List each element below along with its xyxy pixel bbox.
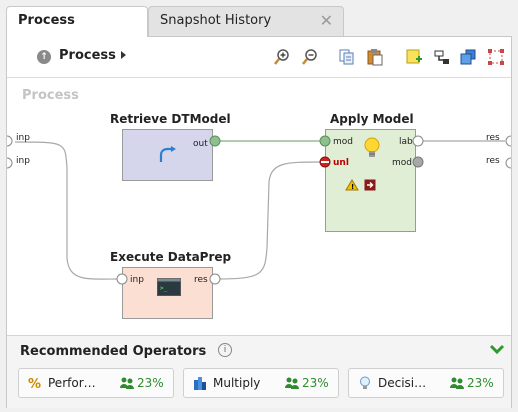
operator-title: Retrieve DTModel bbox=[110, 112, 231, 126]
operator-execute-dataprep[interactable]: inp >_ res bbox=[122, 267, 213, 319]
process-icon[interactable]: ↑ bbox=[37, 50, 51, 64]
chevron-down-icon[interactable] bbox=[489, 343, 505, 355]
multiply-icon bbox=[194, 377, 206, 390]
users-icon bbox=[285, 377, 299, 389]
tab-bar: Process Snapshot History ✕ bbox=[0, 0, 518, 37]
add-note-icon[interactable] bbox=[405, 48, 423, 66]
input-port-error[interactable] bbox=[319, 156, 331, 168]
zoom-in-icon[interactable] bbox=[273, 48, 291, 66]
process-output-port[interactable] bbox=[503, 135, 513, 147]
recommended-operator-performance[interactable]: % Perfor… 23% bbox=[18, 368, 174, 398]
process-canvas[interactable]: Process inp inp res res Retrieve DTModel bbox=[4, 78, 513, 334]
users-icon bbox=[450, 377, 464, 389]
operator-title: Apply Model bbox=[330, 112, 414, 126]
port-label: res bbox=[194, 275, 208, 285]
operator-name: Multiply bbox=[213, 376, 261, 390]
port-label: lab bbox=[399, 137, 413, 147]
connections bbox=[14, 140, 505, 280]
svg-text:>_: >_ bbox=[160, 285, 168, 292]
process-panel: ↑ Process bbox=[6, 36, 512, 408]
connection-line[interactable] bbox=[14, 141, 120, 280]
input-port[interactable] bbox=[116, 273, 128, 285]
svg-text:%: % bbox=[28, 377, 41, 390]
input-port[interactable] bbox=[319, 135, 331, 147]
operator-name: Decisi… bbox=[378, 376, 427, 390]
port-label: inp bbox=[16, 133, 30, 143]
lightbulb-icon bbox=[364, 137, 380, 157]
operator-retrieve-dtmodel[interactable]: out bbox=[122, 129, 213, 181]
output-port[interactable] bbox=[412, 135, 424, 147]
close-icon[interactable]: ✕ bbox=[319, 11, 333, 30]
output-port[interactable] bbox=[209, 135, 221, 147]
paste-icon[interactable] bbox=[366, 48, 384, 66]
port-label: mod bbox=[392, 158, 412, 168]
chevron-right-icon[interactable] bbox=[121, 51, 126, 59]
tab-label: Snapshot History bbox=[160, 13, 272, 28]
process-output-port[interactable] bbox=[503, 157, 513, 169]
layers-icon[interactable] bbox=[459, 48, 477, 66]
operator-percent: 23% bbox=[302, 376, 329, 390]
recommended-operator-multiply[interactable]: Multiply 23% bbox=[183, 368, 339, 398]
auto-wire-icon[interactable] bbox=[432, 48, 450, 66]
port-label: res bbox=[486, 133, 500, 143]
breadcrumb[interactable]: Process bbox=[59, 48, 116, 63]
port-label: out bbox=[193, 139, 208, 149]
retrieve-icon bbox=[159, 146, 176, 162]
arrange-icon[interactable] bbox=[487, 48, 505, 66]
operator-apply-model[interactable]: mod unl lab mod ! bbox=[325, 129, 416, 232]
terminal-icon: >_ bbox=[157, 278, 181, 296]
operator-percent: 23% bbox=[467, 376, 494, 390]
port-label: res bbox=[486, 156, 500, 166]
tab-snapshot-history[interactable]: Snapshot History ✕ bbox=[148, 6, 344, 36]
output-port[interactable] bbox=[209, 273, 221, 285]
operator-title: Execute DataPrep bbox=[110, 250, 232, 264]
tab-process[interactable]: Process bbox=[6, 6, 148, 37]
operator-percent: 23% bbox=[137, 376, 164, 390]
process-input-port[interactable] bbox=[4, 135, 14, 147]
operator-name: Perfor… bbox=[48, 376, 96, 390]
process-toolbar: ↑ Process bbox=[7, 37, 511, 78]
users-icon bbox=[120, 377, 134, 389]
connection-line[interactable] bbox=[216, 161, 322, 280]
output-port[interactable] bbox=[412, 156, 424, 168]
info-icon[interactable]: i bbox=[218, 343, 232, 357]
zoom-out-icon[interactable] bbox=[301, 48, 319, 66]
process-input-port[interactable] bbox=[4, 157, 14, 169]
recommended-operators-panel: Recommended Operators i % Perfor… 23% Mu… bbox=[7, 335, 511, 408]
port-label: inp bbox=[130, 275, 144, 285]
decision-tree-icon bbox=[360, 376, 370, 389]
warning-icon[interactable]: ! bbox=[345, 179, 359, 191]
recommended-operator-decision-tree[interactable]: Decisi… 23% bbox=[348, 368, 504, 398]
performance-icon: % bbox=[28, 377, 41, 390]
tab-label: Process bbox=[18, 13, 75, 28]
port-label: mod bbox=[333, 137, 353, 147]
recommended-title: Recommended Operators bbox=[20, 344, 207, 359]
canvas-label: Process bbox=[22, 88, 79, 103]
port-label: inp bbox=[16, 156, 30, 166]
breakpoint-icon[interactable] bbox=[364, 179, 376, 191]
copy-icon[interactable] bbox=[338, 48, 356, 66]
port-label: unl bbox=[333, 158, 349, 168]
svg-text:!: ! bbox=[351, 183, 354, 191]
